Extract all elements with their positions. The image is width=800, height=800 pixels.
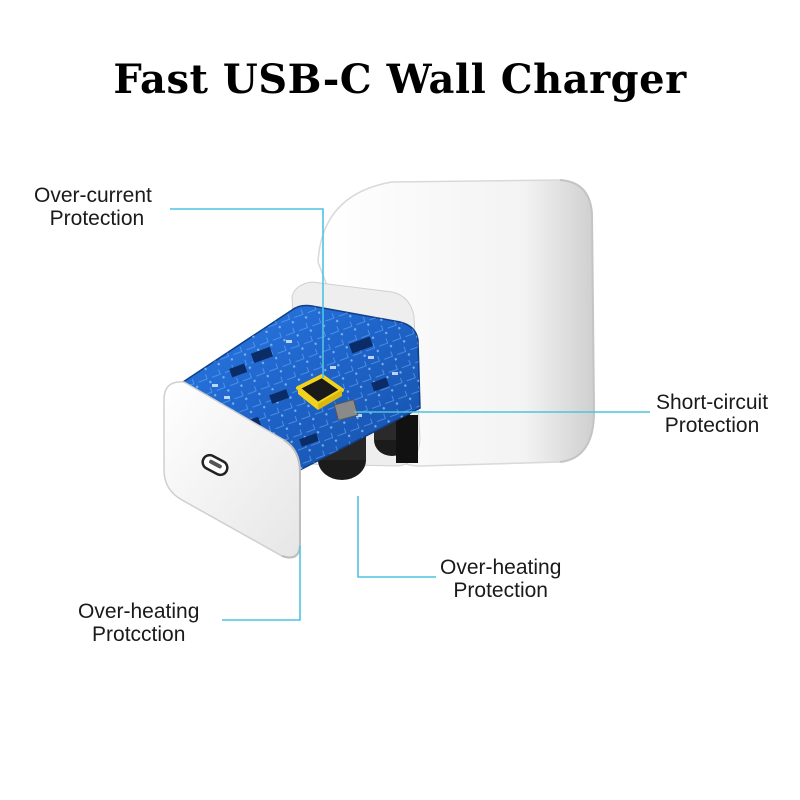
usb-c-port-icon	[201, 453, 229, 477]
leader-over-current	[170, 208, 324, 378]
callout-over-heating-left: Over-heating Protcction	[78, 600, 200, 646]
protection-chip	[296, 374, 344, 410]
charger-front-face	[163, 381, 301, 559]
leader-over-heating-left	[222, 546, 301, 621]
callout-over-heating-center: Over-heating Protection	[440, 556, 562, 602]
callout-short-circuit: Short-circuit Protection	[656, 391, 769, 437]
leader-over-heating-center	[357, 496, 436, 578]
callout-over-current: Over-current Protection	[34, 184, 152, 230]
page-title: Fast USB-C Wall Charger	[113, 56, 687, 103]
leader-lines	[170, 208, 650, 621]
